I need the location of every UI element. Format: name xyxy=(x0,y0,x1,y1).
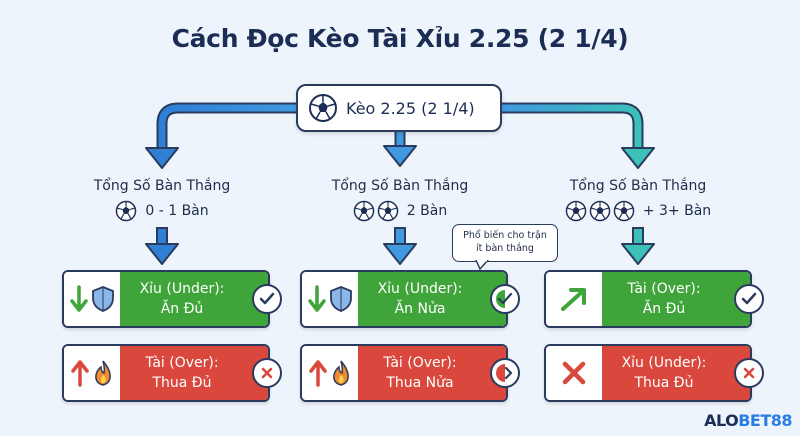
col1-goals: 0 - 1 Bàn xyxy=(47,200,277,222)
tooltip-bubble: Phổ biến cho trận ít bàn thắng xyxy=(452,224,558,262)
col2-under-card: Xỉu (Under): Ăn Nửa xyxy=(300,270,520,328)
branch-right-arrow xyxy=(502,102,644,150)
soccer-ball-icon xyxy=(309,94,337,122)
col1-over-card: Tài (Over): Thua Đủ xyxy=(62,344,282,402)
arrow-up-icon xyxy=(71,360,89,387)
down-arrow-col3 xyxy=(621,227,655,265)
branch-left-arrow xyxy=(156,102,296,150)
arrow-down-icon xyxy=(70,285,88,312)
col1-under-card: Xỉu (Under): Ăn Đủ xyxy=(62,270,282,328)
soccer-ball-icon xyxy=(116,200,137,222)
col3-over-line2: Ăn Đủ xyxy=(642,301,686,317)
soccer-ball-icon xyxy=(353,200,375,222)
fire-icon xyxy=(95,360,111,386)
root-label: Kèo 2.25 (2 1/4) xyxy=(346,98,475,118)
col1-under-line1: Xỉu (Under): xyxy=(139,281,225,297)
col1-over-line2: Thua Đủ xyxy=(152,375,212,391)
col1-heading: Tổng Số Bàn Thắng xyxy=(93,178,231,194)
tooltip-tail xyxy=(475,260,490,270)
fire-icon xyxy=(333,360,349,386)
arrow-up-right-icon xyxy=(561,288,586,311)
soccer-ball-icon xyxy=(589,200,611,222)
col3-goals: + 3+ Bàn xyxy=(523,200,753,222)
col2-under-line2: Ăn Nửa xyxy=(394,301,446,317)
col3-goals-label: + 3+ Bàn xyxy=(642,203,712,219)
arrow-down-icon xyxy=(308,285,326,312)
check-icon xyxy=(734,284,764,314)
half-x-icon xyxy=(490,358,520,388)
tooltip-line1: Phổ biến cho trận xyxy=(463,230,547,241)
col2-under-line1: Xỉu (Under): xyxy=(377,281,463,297)
check-icon xyxy=(252,284,282,314)
col2-goals-label: 2 Bàn xyxy=(406,203,448,219)
col2-over-line2: Thua Nửa xyxy=(386,375,454,391)
col2-goals: 2 Bàn xyxy=(285,200,515,222)
col2-over-card: Tài (Over): Thua Nửa xyxy=(300,344,520,402)
tooltip-line2: ít bàn thắng xyxy=(476,243,534,254)
col3-heading: Tổng Số Bàn Thắng xyxy=(569,178,707,194)
diagram-title: Cách Đọc Kèo Tài Xỉu 2.25 (2 1/4) xyxy=(171,24,629,53)
col3-under-card: Xỉu (Under): Thua Đủ xyxy=(544,344,764,402)
shield-icon xyxy=(92,286,114,312)
col2-over-line1: Tài (Over): xyxy=(383,355,457,371)
col1-goals-label: 0 - 1 Bàn xyxy=(145,203,209,219)
col3-over-line1: Tài (Over): xyxy=(627,281,701,297)
half-check-icon xyxy=(490,284,520,314)
col3-under-line1: Xỉu (Under): xyxy=(621,355,707,371)
logo-part2: BET88 xyxy=(738,411,792,430)
col1-under-line2: Ăn Đủ xyxy=(160,301,204,317)
x-icon xyxy=(734,358,764,388)
root-box: Kèo 2.25 (2 1/4) xyxy=(296,84,502,132)
arrow-up-icon xyxy=(309,360,327,387)
down-arrow-col2 xyxy=(383,227,417,265)
soccer-ball-icon xyxy=(377,200,399,222)
col3-under-line2: Thua Đủ xyxy=(634,375,694,391)
col2-heading: Tổng Số Bàn Thắng xyxy=(331,178,469,194)
soccer-ball-icon xyxy=(565,200,587,222)
shield-icon xyxy=(330,286,352,312)
down-arrow-col1 xyxy=(145,227,179,265)
soccer-ball-icon xyxy=(613,200,635,222)
logo-part1: ALO xyxy=(704,411,739,430)
x-icon xyxy=(252,358,282,388)
col3-over-card: Tài (Over): Ăn Đủ xyxy=(544,270,764,328)
red-x-icon xyxy=(562,361,586,385)
col1-over-line1: Tài (Over): xyxy=(145,355,219,371)
